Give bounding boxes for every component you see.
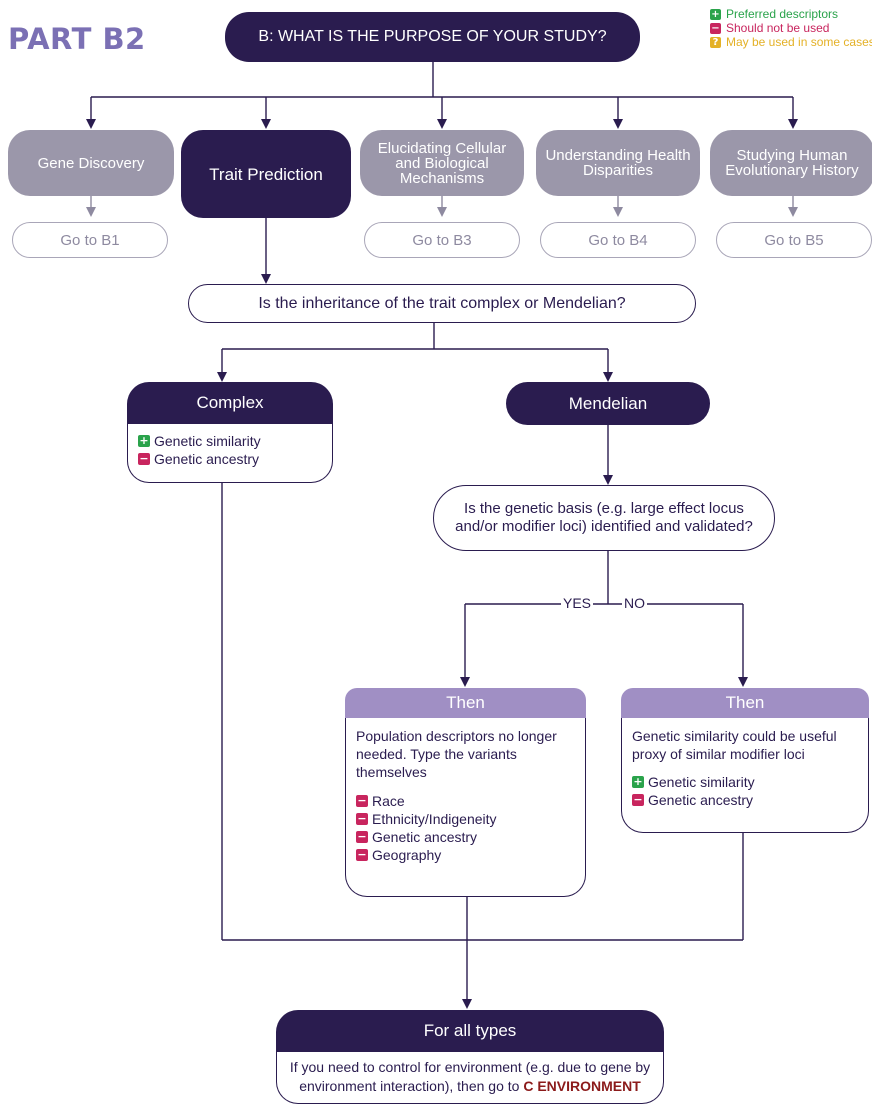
legend-label: Preferred descriptors xyxy=(726,7,839,21)
node-then-yes-body: Population descriptors no longer needed.… xyxy=(345,718,586,897)
environment-link[interactable]: C ENVIRONMENT xyxy=(523,1078,641,1094)
plus-icon: + xyxy=(710,8,721,20)
complex-item: − Genetic ancestry xyxy=(138,450,322,468)
edge-label-yes: YES xyxy=(561,595,594,611)
goto-b3-link[interactable]: Go to B3 xyxy=(364,222,520,258)
then-no-text: Genetic similarity could be useful proxy… xyxy=(632,728,837,762)
goto-b1-link[interactable]: Go to B1 xyxy=(12,222,168,258)
plus-icon: + xyxy=(138,434,150,447)
legend-label: Should not be used xyxy=(726,21,830,35)
then-no-item: − Genetic ancestry xyxy=(632,791,858,809)
node-health-disparities: Understanding Health Disparities xyxy=(536,130,700,196)
tag-label: Genetic similarity xyxy=(648,774,755,790)
then-yes-item: − Geography xyxy=(356,846,575,864)
then-yes-item: − Ethnicity/Indigeneity xyxy=(356,810,575,828)
node-trait-prediction: Trait Prediction xyxy=(181,130,351,218)
goto-b5-link[interactable]: Go to B5 xyxy=(716,222,872,258)
minus-icon: − xyxy=(356,812,368,825)
question-icon: ? xyxy=(710,36,721,48)
goto-b4-link[interactable]: Go to B4 xyxy=(540,222,696,258)
legend: + Preferred descriptors − Should not be … xyxy=(710,7,872,49)
then-yes-item: − Genetic ancestry xyxy=(356,828,575,846)
node-then-no-header: Then xyxy=(621,688,869,718)
node-then-yes-header: Then xyxy=(345,688,586,718)
minus-icon: − xyxy=(356,830,368,843)
tag-label: Genetic similarity xyxy=(154,433,261,449)
tag-label: Race xyxy=(372,793,405,809)
tag-label: Genetic ancestry xyxy=(372,829,478,845)
legend-some-cases: ? May be used in some cases xyxy=(710,35,872,49)
tag-label: Genetic ancestry xyxy=(154,451,260,467)
edge-label-no: NO xyxy=(622,595,647,611)
minus-icon: − xyxy=(710,22,721,34)
node-complex-header: Complex xyxy=(127,382,333,424)
node-gene-discovery: Gene Discovery xyxy=(8,130,174,196)
then-no-item: + Genetic similarity xyxy=(632,773,858,791)
then-yes-item: − Race xyxy=(356,792,575,810)
node-mendelian: Mendelian xyxy=(506,382,710,425)
complex-item: + Genetic similarity xyxy=(138,432,322,450)
node-mechanisms: Elucidating Cellular and Biological Mech… xyxy=(360,130,524,196)
node-all-types-body: If you need to control for environment (… xyxy=(276,1052,664,1104)
all-types-text: If you need to control for environment (… xyxy=(285,1058,655,1096)
minus-icon: − xyxy=(632,793,644,806)
tag-label: Ethnicity/Indigeneity xyxy=(372,811,497,827)
root-question-node: B: WHAT IS THE PURPOSE OF YOUR STUDY? xyxy=(225,12,640,62)
minus-icon: − xyxy=(356,794,368,807)
legend-label: May be used in some cases xyxy=(726,35,872,49)
tag-label: Geography xyxy=(372,847,442,863)
minus-icon: − xyxy=(356,848,368,861)
plus-icon: + xyxy=(632,775,644,788)
tag-label: Genetic ancestry xyxy=(648,792,754,808)
legend-not-used: − Should not be used xyxy=(710,21,872,35)
all-types-description: If you need to control for environment (… xyxy=(289,1059,651,1094)
page-title: PART B2 xyxy=(8,22,146,56)
minus-icon: − xyxy=(138,452,150,465)
node-then-no-body: Genetic similarity could be useful proxy… xyxy=(621,718,869,833)
question-inheritance: Is the inheritance of the trait complex … xyxy=(188,284,696,323)
node-evolutionary-history: Studying Human Evolutionary History xyxy=(710,130,872,196)
then-yes-text: Population descriptors no longer needed.… xyxy=(356,728,557,780)
node-complex-body: + Genetic similarity − Genetic ancestry xyxy=(127,424,333,483)
question-genetic-basis: Is the genetic basis (e.g. large effect … xyxy=(433,485,775,551)
node-all-types-header: For all types xyxy=(276,1010,664,1052)
legend-preferred: + Preferred descriptors xyxy=(710,7,872,21)
